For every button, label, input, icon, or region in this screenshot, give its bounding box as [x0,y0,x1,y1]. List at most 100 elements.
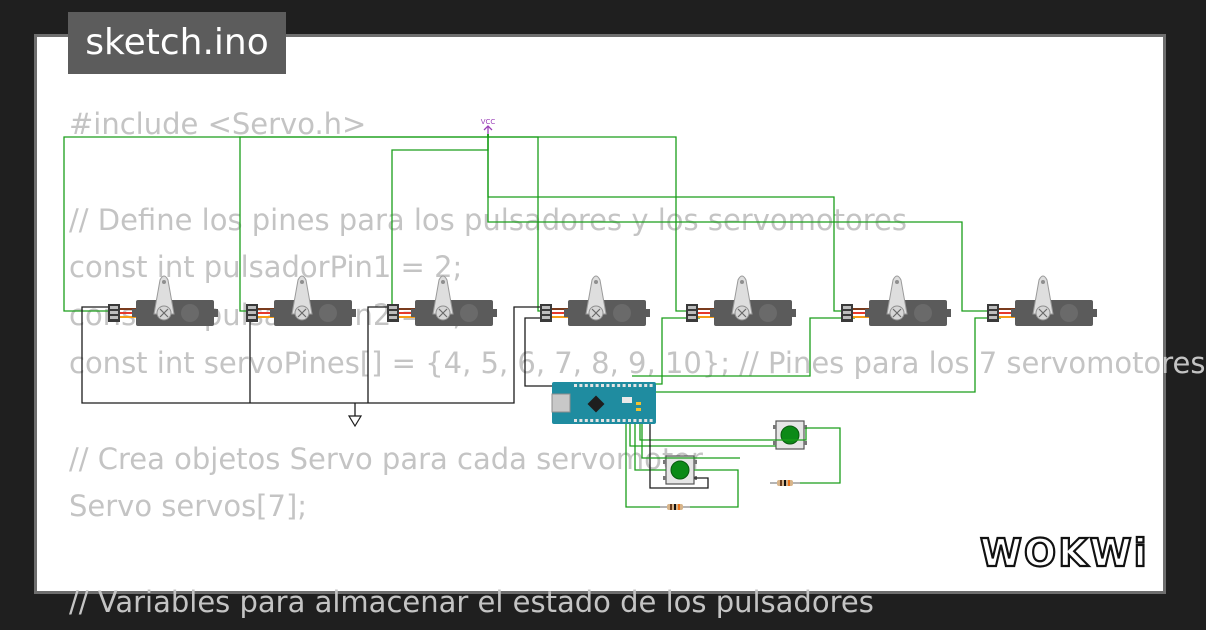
nano-pin [584,384,588,387]
servo-body [136,300,214,326]
nano-led [636,402,641,405]
nano-pin [595,419,599,422]
servo-hub-screw [892,308,902,318]
nano-pin [579,419,583,422]
servo-hub-screw [1038,308,1048,318]
servo-motor [387,275,497,326]
signal-wire [630,317,700,385]
servo-horn-hole [441,280,445,284]
nano-pin [601,419,604,422]
vcc-wire [387,134,489,312]
servo-body [568,300,646,326]
servo-pin [389,316,397,319]
resistor-band [670,504,672,510]
servo-body [1015,300,1093,326]
pushbutton-leg [663,460,666,464]
nano-pin [644,419,648,422]
servo-horn-hole [740,280,744,284]
pushbutton-cap [780,425,800,445]
servo-horn [432,275,454,315]
servo-pin [389,306,397,309]
servo-pin [688,316,696,319]
nano-pin [644,384,648,387]
nano-pin [649,384,653,387]
servo-pin [989,306,997,309]
servo-pin [688,306,696,309]
servo-tab [489,309,497,317]
servo-horn [1032,275,1054,315]
servo-motor [841,275,951,326]
nano-led [636,408,641,411]
servo-pin [248,306,256,309]
servo-horn-hole [594,280,598,284]
servo-horn-hole [895,280,899,284]
gnd-wire [355,306,540,404]
servo-hub-screw [438,308,448,318]
button-wire [629,420,776,447]
servo-pin [542,311,550,314]
servo-body [869,300,947,326]
pushbutton-leg [804,441,807,445]
pushbutton-leg [694,460,697,464]
nano-pin [595,384,599,387]
nano-chip [587,395,605,413]
button-wire [649,420,709,489]
servo-tab [210,309,218,317]
preview-card: #include <Servo.h> // Define los pines p… [34,34,1206,619]
code-line: Servo servos[7]; [69,489,308,524]
resistor-band [780,480,782,486]
filename-badge: sketch.ino [68,12,286,74]
servo-motor [540,275,650,326]
servo-tab [132,309,140,317]
nano-pin [622,419,626,422]
servo-pin [248,311,256,314]
gnd-symbol [347,415,363,428]
vcc-label: VCC [481,118,496,126]
servo-horn [731,275,753,315]
code-line: const int pulsadorPin1 = 2; [69,250,463,285]
nano-pin [590,384,594,387]
nano-pin [611,384,615,387]
servo-horn-hole [1041,280,1045,284]
servo-tab [564,309,572,317]
nano-pin [622,384,626,387]
wokwi-logo: WOKWi [979,530,1148,576]
servo-pin [688,311,696,314]
servo-tab [710,309,718,317]
pushbutton [773,420,807,450]
nano-pin [638,384,642,387]
servo-pin [110,316,118,319]
servo-tab [788,309,796,317]
servo-pin [110,311,118,314]
servo-tab [348,309,356,317]
nano-button [622,397,632,403]
code-line: // Crea objetos Servo para cada servomot… [69,441,703,476]
servo-horn-hole [162,280,166,284]
nano-pin [590,419,594,422]
button-wire [625,420,660,508]
resistor-band [678,504,680,510]
servo-horn-hole [300,280,304,284]
servo-hub-screw [737,308,747,318]
pushbutton-leg [804,425,807,429]
servo-body [714,300,792,326]
code-line: // Define los pines para los pulsadores … [69,202,907,237]
servo-pin [989,316,997,319]
servo-tab [642,309,650,317]
servo-body [415,300,493,326]
nano-pin [617,419,621,422]
gnd-wire [81,306,355,404]
servo-tab [270,309,278,317]
signal-wire [632,317,855,377]
servo-gear [181,304,199,322]
servo-pin [389,311,397,314]
servo-pin [110,306,118,309]
servo-pin [843,311,851,314]
servo-tab [1089,309,1097,317]
servo-horn [585,275,607,315]
button-wire [634,420,666,471]
code-line: // Variables para almacenar el estado de… [69,584,874,619]
servo-tab [865,309,873,317]
nano-usb-port [551,393,571,413]
